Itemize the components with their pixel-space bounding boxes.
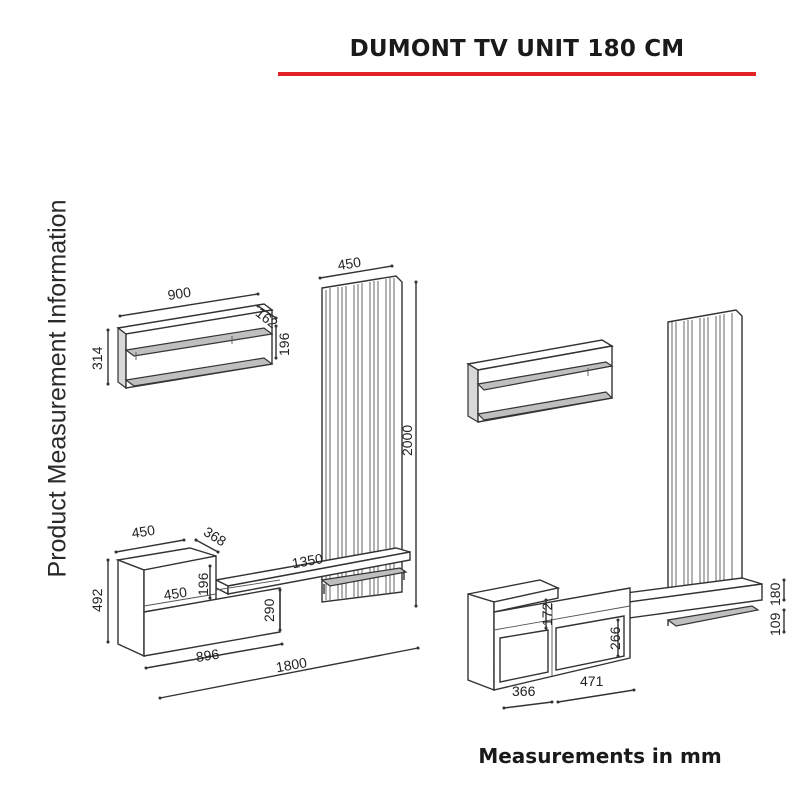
wall-shelf-left bbox=[116, 303, 274, 390]
dim-drawer-height: 196 bbox=[195, 572, 211, 596]
dim-shelf-width: 900 bbox=[166, 284, 192, 303]
dim-line-shelf-depth bbox=[256, 304, 278, 320]
dim-line-total-length bbox=[158, 646, 420, 700]
dim-cabinet-width: 450 bbox=[130, 522, 156, 541]
wall-shelf-right bbox=[466, 339, 614, 424]
dim-left-comp: 366 bbox=[512, 683, 536, 699]
slatted-panel-right bbox=[667, 309, 743, 605]
dim-shelf-height: 314 bbox=[89, 346, 105, 370]
bench-left bbox=[213, 547, 411, 596]
dim-panel-width: 450 bbox=[336, 254, 362, 273]
dim-bench-thickness: 180 bbox=[767, 582, 783, 606]
dim-right-comp: 471 bbox=[580, 673, 604, 689]
dim-line-right-comp bbox=[556, 688, 636, 704]
cabinet-right bbox=[467, 579, 631, 692]
dim-panel-height: 2000 bbox=[399, 425, 415, 456]
dim-comp-height: 172 bbox=[539, 602, 555, 626]
dim-line-panel-width bbox=[318, 264, 394, 280]
dim-total-length: 1800 bbox=[275, 654, 309, 675]
cabinet-left bbox=[115, 547, 281, 658]
dim-cabinet-height: 492 bbox=[89, 588, 105, 612]
dim-shelf-gap: 196 bbox=[276, 332, 292, 356]
dim-base-length: 896 bbox=[195, 646, 221, 665]
title-underline bbox=[278, 72, 756, 76]
units-note: Measurements in mm bbox=[478, 744, 722, 768]
dim-line-cabinet-width bbox=[114, 538, 186, 554]
dim-lower-height: 290 bbox=[261, 598, 277, 622]
dim-bench-length: 1350 bbox=[291, 550, 325, 571]
dim-line-shelf-width bbox=[118, 292, 260, 318]
page-title: DUMONT TV UNIT 180 CM bbox=[349, 36, 685, 62]
slatted-panel-left bbox=[321, 275, 403, 603]
dim-line-left-comp bbox=[502, 700, 554, 710]
dim-comp-inner: 266 bbox=[607, 626, 623, 650]
dim-drawer-width: 450 bbox=[162, 584, 188, 603]
dim-leg-height: 109 bbox=[767, 612, 783, 636]
dim-line-cabinet-depth bbox=[194, 538, 220, 554]
